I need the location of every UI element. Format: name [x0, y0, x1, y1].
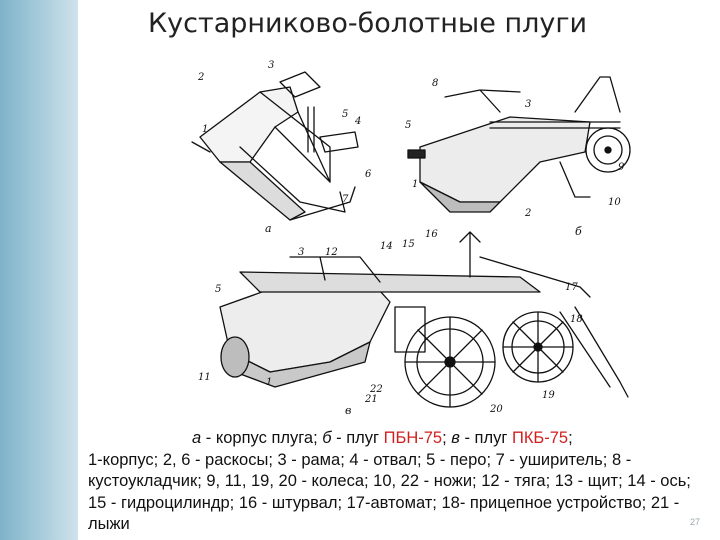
part-number: 3 — [268, 60, 274, 71]
caption-b-text: - плуг — [331, 429, 384, 447]
part-number: 15 — [402, 239, 415, 250]
subfigure-label-v: в — [345, 404, 351, 417]
part-number: 12 — [325, 247, 338, 258]
part-number: 10 — [608, 197, 621, 208]
caption-line-end: ; — [568, 429, 573, 447]
caption-v-text: - плуг — [459, 429, 512, 447]
part-number: 16 — [425, 229, 438, 240]
caption-subfigures-line: а - корпус плуга; б - плуг ПБН-75; в - п… — [88, 428, 698, 450]
subfigure-label-b: б — [575, 225, 582, 238]
subfigure-label-a: а — [265, 222, 272, 235]
caption-letter-b: б — [322, 429, 332, 447]
part-number: 9 — [618, 162, 625, 173]
drawing-c-plough — [219, 231, 629, 408]
page-number: 27 — [690, 517, 701, 527]
part-number: 2 — [197, 72, 204, 83]
caption-separator: ; — [442, 429, 452, 447]
drawing-a-plough-body — [191, 71, 359, 221]
part-number: 5 — [342, 109, 348, 120]
caption-model-pbn: ПБН-75 — [383, 429, 443, 447]
part-number: 3 — [525, 99, 531, 110]
caption-parts-legend: 1-корпус; 2, 6 - раскосы; 3 - рама; 4 - … — [88, 450, 691, 534]
part-number: 8 — [432, 78, 438, 89]
caption-letter-a: а — [192, 429, 202, 447]
figure-caption: а - корпус плуга; б - плуг ПБН-75; в - п… — [88, 428, 698, 536]
part-number: 11 — [198, 372, 211, 383]
part-number: 1 — [266, 377, 272, 388]
part-number: 7 — [342, 194, 349, 205]
part-number: 14 — [380, 241, 393, 252]
part-number: 3 — [298, 247, 304, 258]
caption-a-text: - корпус плуга; — [201, 429, 323, 447]
caption-letter-v: в — [451, 429, 460, 447]
part-number: 22 — [369, 384, 383, 395]
part-number: 6 — [365, 169, 372, 180]
part-number: 4 — [354, 116, 361, 127]
part-number: 19 — [542, 390, 555, 401]
part-number: 17 — [565, 282, 578, 293]
drawing-b-plough — [407, 76, 631, 213]
caption-model-pkb: ПКБ-75 — [511, 429, 569, 447]
plough-drawing: а б в 1 2 3 4 5 6 7 1 2 3 5 8 9 10 1 3 5… — [191, 60, 631, 417]
part-number: 5 — [405, 120, 411, 131]
part-number: 1 — [412, 179, 418, 190]
part-number: 18 — [570, 314, 583, 325]
part-number: 2 — [524, 208, 531, 219]
plough-illustration: а б в 1 2 3 4 5 6 7 1 2 3 5 8 9 10 1 3 5… — [180, 52, 640, 422]
part-number: 1 — [202, 124, 208, 135]
part-number: 20 — [489, 404, 503, 415]
part-number: 21 — [364, 394, 378, 405]
decorative-side-bar — [0, 0, 78, 540]
part-number: 5 — [215, 284, 221, 295]
slide-title: Кустарниково-болотные плуги — [148, 8, 588, 39]
